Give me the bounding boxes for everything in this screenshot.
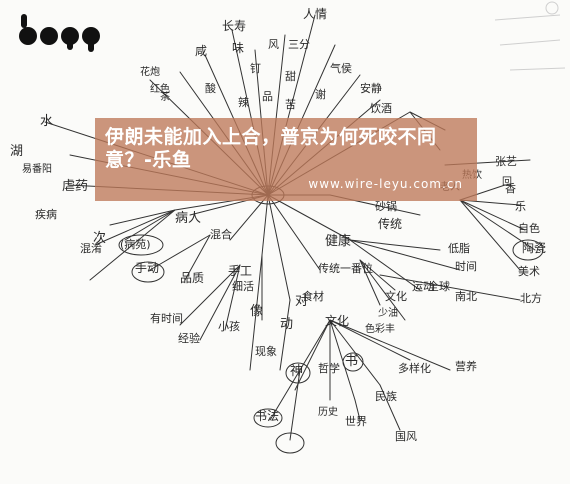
word-chuantong-pinwei: 传统一番位 bbox=[318, 261, 373, 275]
circled-word-marks bbox=[118, 234, 544, 454]
word-nanbei: 南北 bbox=[455, 290, 477, 303]
mind-map-words: 水 湖 易番阳 虐药 疾病 次 混淆 (病苑) 病人 混合 手动 品质 有时间 … bbox=[10, 7, 546, 443]
word-sanfen: 三分 bbox=[288, 38, 310, 51]
word-xie: 谢 bbox=[315, 87, 326, 101]
word-dui: 对 bbox=[295, 294, 308, 309]
word-minzu: 民族 bbox=[375, 389, 397, 403]
word-shicai: 食材 bbox=[302, 289, 324, 303]
word-hongse: 红色 bbox=[150, 82, 170, 95]
word-xiaohai: 小孩 bbox=[218, 320, 240, 333]
logo bbox=[19, 14, 100, 52]
word-shufa: 书法 bbox=[255, 409, 279, 423]
word-xiang: 像 bbox=[250, 304, 263, 319]
word-dong: 动 bbox=[280, 317, 293, 332]
word-xiang-2: 香 bbox=[505, 182, 516, 195]
word-ku: 苦 bbox=[285, 98, 296, 111]
word-xihuo: 细活 bbox=[232, 280, 254, 293]
word-beifang: 北方 bbox=[520, 291, 542, 305]
word-hunhe: 混合 bbox=[210, 227, 232, 241]
word-suan: 酸 bbox=[205, 81, 216, 95]
word-secaifeng: 色彩丰 bbox=[365, 322, 395, 335]
word-shougong: 手工 bbox=[228, 264, 252, 278]
word-shijie: 世界 bbox=[345, 415, 367, 428]
word-la: 辣 bbox=[238, 95, 249, 109]
word-shu: 书 bbox=[345, 354, 358, 369]
word-ding: 钉 bbox=[250, 62, 261, 75]
word-jingyan: 经验 bbox=[178, 331, 200, 345]
word-feng: 风 bbox=[268, 38, 279, 51]
background-paper-marks bbox=[494, 1, 566, 71]
headline-overlay: 伊朗未能加入上合，普京为何死咬不同意？-乐鱼 www.wire-leyu.com… bbox=[95, 118, 477, 201]
word-yinjiu: 饮酒 bbox=[370, 102, 392, 115]
word-huapao: 花炮 bbox=[140, 65, 160, 78]
word-le: 乐 bbox=[515, 200, 526, 213]
word-changshou: 长寿 bbox=[222, 19, 246, 33]
word-bingren: 病人 bbox=[175, 211, 201, 226]
word-yingyang: 营养 bbox=[455, 359, 477, 373]
word-tian: 甜 bbox=[285, 70, 296, 83]
word-youshijian: 有时间 bbox=[150, 311, 183, 325]
word-chuantong: 传统 bbox=[378, 216, 402, 231]
word-shaoyou: 少油 bbox=[378, 306, 398, 319]
word-shui: 水 bbox=[40, 114, 53, 129]
word-quanqiu: 全球 bbox=[428, 279, 450, 293]
word-qihou: 气侯 bbox=[330, 61, 352, 75]
word-cha: 茶 bbox=[160, 90, 170, 103]
word-lishi: 历史 bbox=[318, 406, 338, 418]
word-pinzhi: 品质 bbox=[180, 271, 204, 285]
word-anjing: 安静 bbox=[360, 81, 382, 95]
word-shijian: 时间 bbox=[455, 260, 477, 273]
word-jiankang: 健康 bbox=[325, 233, 351, 249]
word-hunxiao: 混淆 bbox=[80, 242, 102, 255]
headline-text: 伊朗未能加入上合，普京为何死咬不同意？-乐鱼 bbox=[105, 126, 437, 171]
word-nueyao: 虐药 bbox=[62, 178, 88, 194]
word-bingyuan: (病苑) bbox=[120, 237, 151, 251]
word-zise: 自色 bbox=[518, 221, 540, 235]
word-hui: 回 bbox=[502, 176, 512, 188]
word-meishu: 美术 bbox=[518, 265, 540, 278]
word-wei: 味 bbox=[232, 41, 244, 55]
word-jibing: 疾病 bbox=[35, 207, 57, 221]
word-duoyanghua: 多样化 bbox=[398, 361, 431, 375]
word-zhexue: 哲学 bbox=[318, 361, 340, 375]
word-yundong: 运动 bbox=[412, 280, 434, 293]
word-hu: 湖 bbox=[10, 144, 23, 159]
site-url[interactable]: www.wire-leyu.com.cn bbox=[308, 177, 463, 191]
word-wenhua-2: 文化 bbox=[385, 289, 407, 303]
word-pin: 品 bbox=[262, 90, 273, 103]
word-shen: 神 bbox=[290, 364, 303, 379]
word-guofeng: 国风 bbox=[395, 430, 417, 443]
word-shaguo: 砂锅 bbox=[375, 200, 397, 213]
word-yifanyang: 易番阳 bbox=[22, 163, 52, 175]
word-wenhua: 文化 bbox=[325, 313, 349, 328]
word-xianxiang: 现象 bbox=[255, 345, 277, 358]
word-renqing: 人情 bbox=[303, 7, 327, 21]
word-xian: 咸 bbox=[195, 44, 207, 58]
word-dizhi: 低脂 bbox=[448, 241, 470, 255]
word-ci: 次 bbox=[93, 230, 106, 246]
word-zhangyi: 张艺 bbox=[495, 155, 517, 168]
word-shoudong: 手动 bbox=[135, 261, 159, 275]
